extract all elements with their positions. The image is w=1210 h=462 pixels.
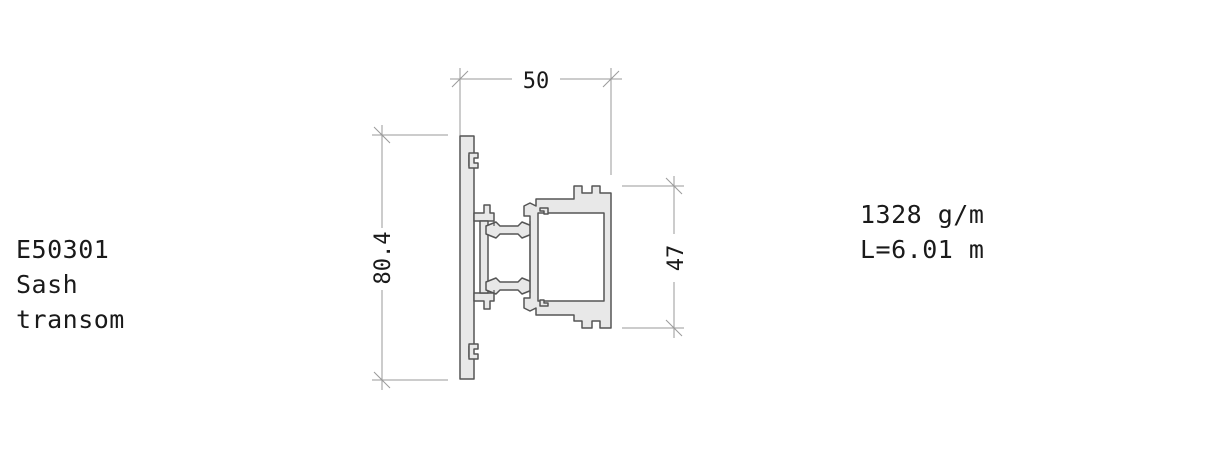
transom-web: [459, 135, 475, 380]
thermal-break-upper: [485, 221, 533, 239]
upper-arm: [473, 204, 495, 222]
web-lug-bottom: [468, 343, 479, 360]
sash-hollow: [537, 212, 605, 302]
weight-per-meter: 1328 g/m: [860, 200, 985, 229]
inner-chamber-left: [479, 220, 489, 294]
total-height-dimension-label: 80.4: [371, 232, 396, 285]
profile-section: [459, 135, 612, 380]
total-height-dimension: [372, 125, 448, 390]
thermal-break-lower: [485, 277, 533, 295]
profile-code: E50301: [16, 235, 110, 264]
sash-height-dimension-label: 47: [664, 245, 689, 272]
lower-arm: [473, 292, 495, 310]
width-dimension: [450, 68, 622, 175]
profile-code-block: E50301 Sash transom: [16, 232, 125, 337]
sash-hook-bottom: [539, 299, 549, 307]
bar-length: L=6.01 m: [860, 235, 985, 264]
sash-hook-top: [539, 207, 549, 215]
width-dimension-label: 50: [523, 69, 550, 94]
profile-specs: 1328 g/m L=6.01 m: [860, 197, 984, 267]
web-lug-top: [468, 152, 479, 169]
profile-detail-lines: [473, 221, 531, 293]
profile-name-line2: transom: [16, 305, 125, 334]
sash-height-dimension: [622, 176, 684, 338]
profile-name-line1: Sash: [16, 270, 79, 299]
